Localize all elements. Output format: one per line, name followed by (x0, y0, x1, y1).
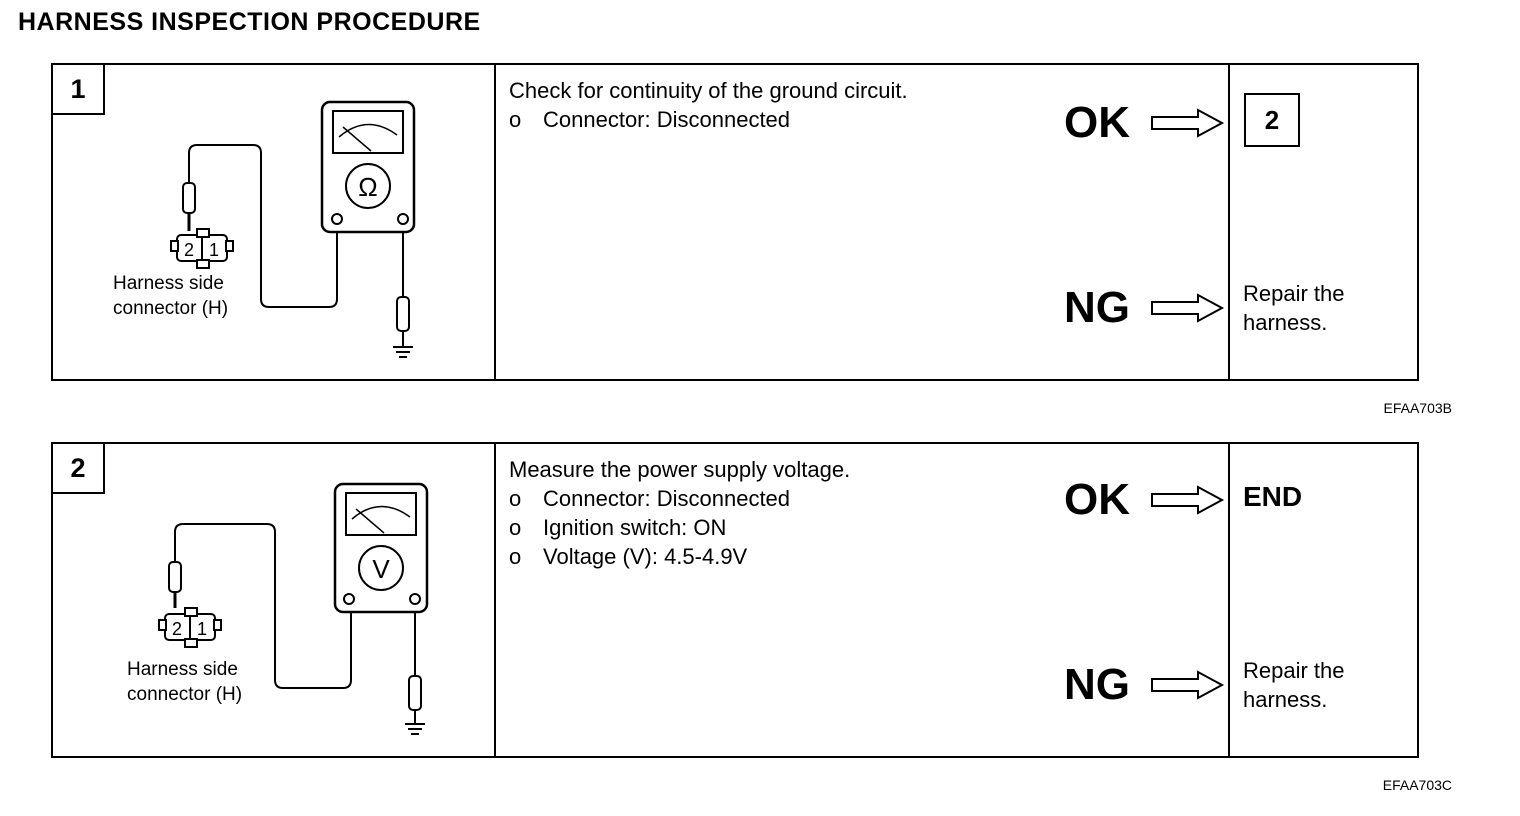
connector-label: Harness side connector (H) (127, 659, 243, 705)
connector-pin-1: 1 (197, 619, 207, 639)
ok-goto-step-box[interactable]: 2 (1244, 93, 1300, 147)
ok-arrow-icon (1151, 108, 1225, 138)
harness-connector-icon: 2 1 (158, 607, 222, 648)
bullet-text: Connector: Disconnected (543, 107, 791, 132)
step-2-bullet-1: o Connector: Disconnected (509, 484, 850, 513)
step-2-results: END Repair the harness. (1230, 444, 1417, 756)
bullet-text: Connector: Disconnected (543, 486, 791, 511)
connector-label: Harness side connector (H) (113, 273, 229, 319)
step-1-block: 1 2 1 (51, 63, 1419, 381)
connector-pin-2: 2 (184, 240, 194, 260)
step-1-illustration: 1 2 1 (53, 65, 496, 379)
step-2-block: 2 2 1 V (51, 442, 1419, 758)
bullet-text: Ignition switch: ON (543, 515, 727, 540)
voltmeter-diagram: 2 1 V (158, 482, 429, 735)
step-2-bullet-2: o Ignition switch: ON (509, 513, 850, 542)
ok-arrow-icon (1151, 485, 1225, 515)
ohmmeter-diagram: 2 1 Ω (170, 100, 416, 358)
ng-arrow-icon (1151, 670, 1225, 700)
bullet-marker: o (509, 515, 522, 540)
step-1-ok-label: OK (1064, 98, 1130, 147)
probe-right-icon (396, 296, 410, 332)
step-1-bullet: o Connector: Disconnected (509, 105, 908, 134)
bullet-text: Voltage (V): 4.5-4.9V (543, 544, 748, 569)
step-2-heading: Measure the power supply voltage. (509, 457, 851, 482)
connector-pin-2: 2 (172, 619, 182, 639)
bullet-marker: o (509, 486, 522, 511)
step-1-description: Check for continuity of the ground circu… (496, 65, 1230, 379)
meter-symbol-ohm: Ω (358, 172, 377, 202)
bullet-marker: o (509, 107, 522, 132)
step-2-illustration: 2 2 1 V (53, 444, 496, 756)
meter-symbol-volt: V (372, 554, 390, 584)
probe-wire-left (174, 523, 352, 689)
probe-right-icon (408, 675, 422, 711)
probe-wire-left (188, 144, 338, 308)
step-1-heading: Check for continuity of the ground circu… (509, 78, 908, 103)
step-2-ok-label: OK (1064, 475, 1130, 524)
step-2-description: Measure the power supply voltage. o Conn… (496, 444, 1230, 756)
step-2-ok-result: END (1243, 481, 1303, 512)
probe-left-icon (168, 561, 182, 593)
connector-pin-1: 1 (209, 240, 219, 260)
ground-icon (393, 346, 413, 358)
step-1-results: 2 Repair the harness. (1230, 65, 1417, 379)
figure-code-1: EFAA703B (1383, 400, 1453, 416)
step-2-ng-result: Repair the harness. (1243, 658, 1345, 712)
step-2-ng-label: NG (1064, 660, 1130, 709)
ohmmeter-icon: Ω (320, 100, 416, 234)
voltmeter-icon: V (333, 482, 429, 614)
step-2-bullet-3: o Voltage (V): 4.5-4.9V (509, 542, 850, 571)
bullet-marker: o (509, 544, 522, 569)
step-1-ng-result: Repair the harness. (1243, 281, 1345, 335)
figure-code-2: EFAA703C (1382, 777, 1452, 793)
ground-icon (405, 723, 425, 735)
step-2-number: 2 (53, 444, 105, 494)
probe-left-icon (182, 182, 196, 214)
step-1-ng-label: NG (1064, 283, 1130, 332)
harness-connector-icon: 2 1 (170, 228, 234, 269)
step-1-number: 1 (53, 65, 105, 115)
ng-arrow-icon (1151, 293, 1225, 323)
page-title: HARNESS INSPECTION PROCEDURE (18, 8, 481, 36)
